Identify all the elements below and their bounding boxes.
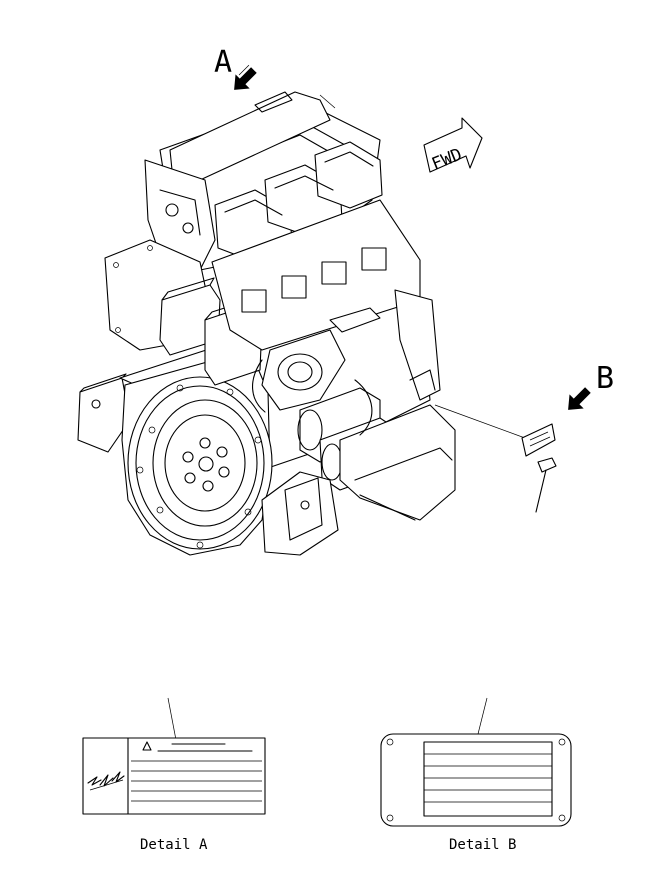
flywheel-bolts — [182, 437, 230, 492]
forward-direction-arrow: FWD — [423, 117, 483, 175]
view-b-label: B — [596, 361, 614, 396]
detail-a-logo — [87, 771, 125, 791]
detail-b-label: Detail B — [449, 837, 516, 853]
detail-a: Detail A — [82, 697, 266, 853]
view-arrow-a: A — [214, 45, 257, 90]
view-arrow-b: B — [568, 361, 614, 410]
plate-b-location — [434, 404, 557, 513]
detail-a-label: Detail A — [140, 837, 208, 853]
engine-illustration — [77, 91, 456, 556]
detail-b: Detail B — [380, 697, 572, 853]
view-a-label: A — [214, 45, 232, 80]
